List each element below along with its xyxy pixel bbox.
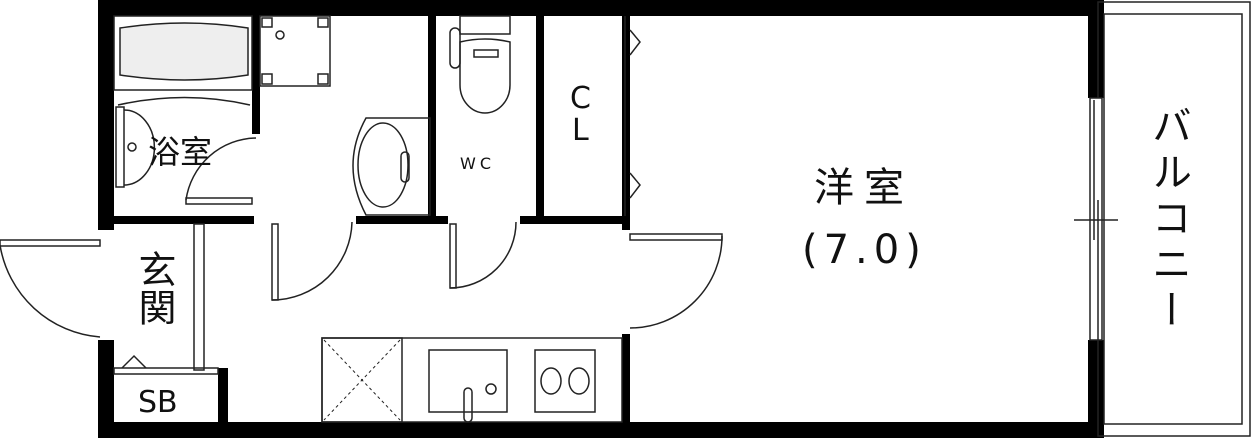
room-label-wc: WC xyxy=(460,154,495,173)
room-label-western: 洋室 xyxy=(814,165,914,211)
room-size-western: (7.0) xyxy=(802,227,927,273)
room-label-bath: 浴室 xyxy=(148,133,213,171)
room-label-closet-c: C xyxy=(570,81,591,116)
room-label-closet-l: L xyxy=(572,113,589,148)
walls xyxy=(98,0,1104,438)
room-label-shoe-box: SB xyxy=(138,385,178,420)
room-label-entrance: 玄関 xyxy=(132,250,176,326)
room-label-balcony: バルコニー xyxy=(1145,105,1191,335)
